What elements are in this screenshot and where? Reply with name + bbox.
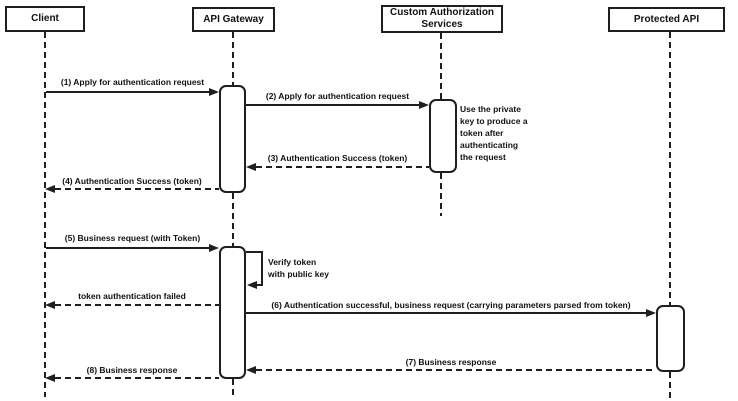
message-6-line: [246, 312, 646, 314]
message-failed-label: token authentication failed: [78, 291, 186, 301]
activation-custom-auth: [429, 99, 457, 173]
lifeline-api-gateway-seg1: [232, 32, 234, 85]
message-8-label: (8) Business response: [86, 365, 178, 375]
message-3-label: (3) Authentication Success (token): [267, 153, 408, 163]
lifeline-custom-auth-seg2: [440, 173, 442, 216]
note-private-key: Use the private key to produce a token a…: [460, 104, 528, 162]
self-message-top-line: [246, 251, 263, 253]
self-message-right-line: [261, 251, 263, 286]
message-2-label: (2) Apply for authentication request: [265, 91, 410, 101]
message-5-arrowhead: [209, 244, 219, 252]
activation-api-gateway-1: [219, 85, 246, 193]
message-5-line: [46, 247, 211, 249]
message-3-line: [256, 166, 429, 168]
message-1-arrowhead: [209, 88, 219, 96]
message-7-arrowhead: [246, 366, 256, 374]
participant-custom-authorization-services: Custom Authorization Services: [381, 5, 503, 33]
message-4-label: (4) Authentication Success (token): [62, 176, 202, 186]
message-7-label: (7) Business response: [405, 357, 497, 367]
participant-client: Client: [5, 6, 85, 32]
lifeline-custom-auth-seg1: [440, 33, 442, 99]
activation-protected-api: [656, 305, 685, 372]
message-4-line: [55, 188, 219, 190]
lifeline-api-gateway-seg2: [232, 193, 234, 246]
message-7-line: [256, 369, 656, 371]
message-8-arrowhead: [45, 374, 55, 382]
activation-api-gateway-2: [219, 246, 246, 379]
message-failed-line: [55, 304, 219, 306]
lifeline-protected-api-seg2: [669, 372, 671, 398]
message-2-arrowhead: [419, 101, 429, 109]
message-6-arrowhead: [646, 309, 656, 317]
self-message-label: Verify token with public key: [268, 257, 329, 279]
self-message-bottom-line: [257, 284, 263, 286]
message-3-arrowhead: [246, 163, 256, 171]
message-1-line: [46, 91, 211, 93]
participant-api-gateway: API Gateway: [192, 7, 275, 32]
message-4-arrowhead: [45, 185, 55, 193]
participant-protected-api: Protected API: [608, 7, 725, 32]
message-5-label: (5) Business request (with Token): [64, 233, 201, 243]
lifeline-api-gateway-seg3: [232, 379, 234, 397]
message-failed-arrowhead: [45, 301, 55, 309]
message-2-line: [246, 104, 419, 106]
lifeline-protected-api-seg1: [669, 32, 671, 305]
message-6-label: (6) Authentication successful, business …: [271, 300, 631, 310]
lifeline-client: [44, 32, 46, 397]
message-1-label: (1) Apply for authentication request: [60, 77, 205, 87]
message-8-line: [55, 377, 219, 379]
self-message-arrowhead: [247, 281, 257, 289]
